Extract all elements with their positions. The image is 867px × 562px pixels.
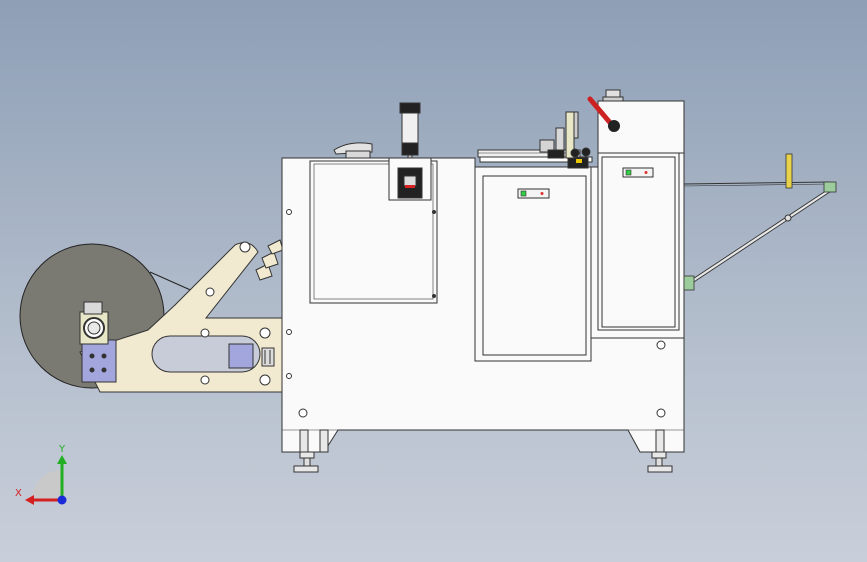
center-indicator-light-icon	[520, 190, 527, 197]
right-cabinet-door	[597, 152, 680, 331]
handwheel	[333, 142, 373, 159]
center-panel-screw	[540, 192, 544, 195]
roll-core-bracket	[79, 301, 117, 383]
pneumatic-cylinder	[399, 102, 421, 166]
tension-spring	[255, 239, 284, 281]
cutter-head	[388, 157, 432, 201]
leveling-foot-left	[293, 429, 329, 473]
emergency-lever	[587, 96, 620, 132]
right-indicator-light-icon	[625, 169, 632, 176]
guide-rollers	[539, 111, 591, 169]
y-axis-label: Y	[58, 444, 66, 455]
right-panel-screw	[644, 171, 648, 174]
frame-rivets	[286, 209, 666, 418]
left-access-panel	[309, 160, 438, 304]
x-axis-label: X	[15, 488, 22, 499]
leveling-foot-right	[647, 429, 673, 473]
top-button	[602, 89, 624, 102]
outfeed-support	[683, 153, 837, 291]
center-cabinet-door	[474, 166, 592, 362]
arm-hub	[228, 343, 275, 369]
coordinate-triad-icon: X Y	[15, 444, 67, 505]
